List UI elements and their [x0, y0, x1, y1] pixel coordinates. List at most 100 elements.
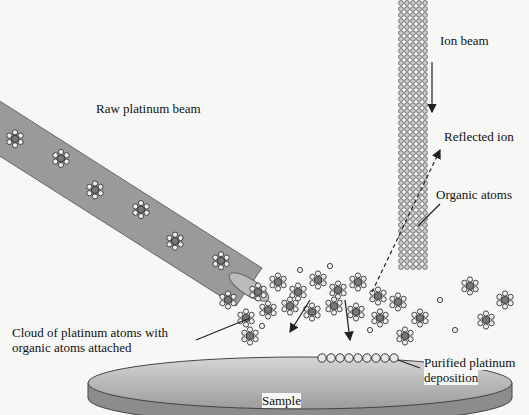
ion [411, 235, 416, 240]
platinum-atom [336, 354, 344, 362]
label: Ion beam [440, 34, 489, 49]
ion [411, 43, 416, 48]
ion [411, 109, 416, 114]
ion [399, 217, 404, 222]
ion [417, 265, 422, 270]
ion [411, 241, 416, 246]
ion [417, 13, 422, 18]
ion [423, 109, 428, 114]
ion [405, 91, 410, 96]
ion [417, 61, 422, 66]
ion [411, 121, 416, 126]
label-text: Raw platinum beam [96, 101, 201, 116]
ion [411, 211, 416, 216]
ion [411, 85, 416, 90]
ion [399, 31, 404, 36]
ion [399, 259, 404, 264]
ion [417, 157, 422, 162]
ion [399, 139, 404, 144]
ion [411, 133, 416, 138]
organic-atom [327, 263, 332, 268]
deposited-atoms [318, 354, 398, 362]
ion [405, 103, 410, 108]
ion [405, 79, 410, 84]
ion [399, 1, 404, 6]
ion [423, 19, 428, 24]
label: Reflected ion [444, 130, 514, 145]
molecule [250, 283, 266, 301]
ion [405, 73, 410, 78]
ion [423, 43, 428, 48]
ion [411, 265, 416, 270]
molecule [372, 309, 388, 327]
molecule [390, 293, 406, 311]
molecule [310, 271, 326, 289]
ion [411, 31, 416, 36]
ion [417, 85, 422, 90]
ion [423, 187, 428, 192]
ion [423, 61, 428, 66]
label: Purified platinum deposition [424, 356, 524, 386]
molecule [238, 309, 254, 327]
ion [411, 127, 416, 132]
ion [405, 241, 410, 246]
ion [417, 97, 422, 102]
ion [411, 97, 416, 102]
molecule [497, 291, 513, 309]
ion [423, 31, 428, 36]
ion [405, 181, 410, 186]
ion [411, 229, 416, 234]
ion [423, 247, 428, 252]
ion [405, 13, 410, 18]
ion [417, 151, 422, 156]
ion [399, 109, 404, 114]
ion [399, 265, 404, 270]
molecule [370, 287, 386, 305]
molecule [213, 252, 229, 270]
ion [411, 217, 416, 222]
ion [399, 91, 404, 96]
ion [405, 145, 410, 150]
ion [411, 163, 416, 168]
molecule [53, 149, 69, 167]
ion [399, 169, 404, 174]
ion [411, 37, 416, 42]
ion [417, 103, 422, 108]
ion [411, 73, 416, 78]
ion [423, 49, 428, 54]
ion [411, 115, 416, 120]
ion [411, 7, 416, 12]
platinum-atom [363, 354, 371, 362]
ion [399, 103, 404, 108]
ion [417, 199, 422, 204]
ion [423, 91, 428, 96]
ion [417, 43, 422, 48]
ion [399, 157, 404, 162]
organic-atom [367, 327, 372, 332]
ion [411, 175, 416, 180]
ion [405, 97, 410, 102]
ion [423, 127, 428, 132]
ion [423, 7, 428, 12]
ion [423, 115, 428, 120]
ion [399, 205, 404, 210]
label-text: Organic atoms [436, 187, 512, 202]
ion [423, 79, 428, 84]
ion [405, 187, 410, 192]
ion [423, 13, 428, 18]
ion [423, 223, 428, 228]
molecule [350, 273, 366, 291]
ion [423, 73, 428, 78]
ion-beam [399, 1, 428, 270]
ion [405, 151, 410, 156]
molecule [326, 297, 342, 315]
ion [417, 133, 422, 138]
ion [405, 67, 410, 72]
ion [399, 7, 404, 12]
ion [405, 37, 410, 42]
ion [405, 223, 410, 228]
ion [405, 25, 410, 30]
ion [417, 145, 422, 150]
ion [399, 19, 404, 24]
ion [417, 139, 422, 144]
